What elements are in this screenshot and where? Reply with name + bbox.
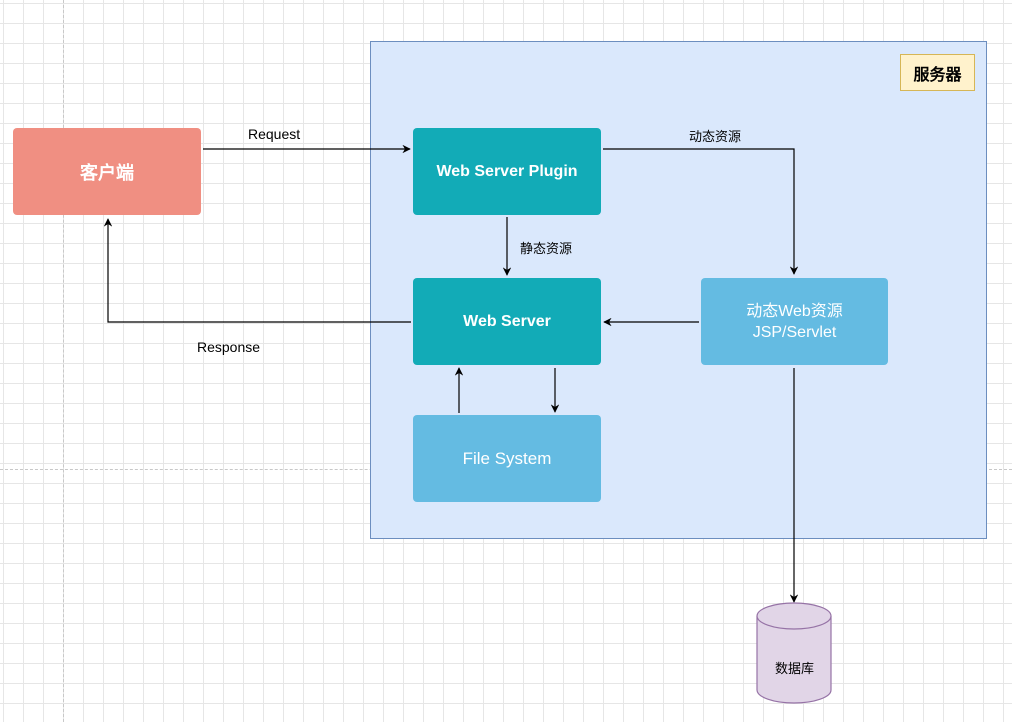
database-cylinder[interactable] bbox=[756, 602, 832, 704]
database-label: 数据库 bbox=[774, 661, 814, 676]
server-title-label[interactable]: 服务器 bbox=[900, 54, 975, 91]
dynamic-resource-label: 动态资源 bbox=[689, 129, 742, 144]
dynamic-web-resource-node[interactable]: 动态Web资源 JSP/Servlet bbox=[701, 278, 888, 365]
dynamic-node-line1: 动态Web资源 bbox=[746, 302, 843, 320]
page-guide-vertical bbox=[63, 0, 64, 722]
web-server-node[interactable]: Web Server bbox=[413, 278, 601, 365]
dynamic-node-line2: JSP/Servlet bbox=[752, 323, 837, 341]
file-system-node[interactable]: File System bbox=[413, 415, 601, 502]
web-server-plugin-node[interactable]: Web Server Plugin bbox=[413, 128, 601, 215]
client-node[interactable]: 客户端 bbox=[13, 128, 201, 215]
edge-response[interactable] bbox=[103, 218, 411, 323]
static-resource-label: 静态资源 bbox=[520, 241, 573, 256]
edge-dynamic-resource[interactable] bbox=[603, 148, 799, 275]
response-label: Response bbox=[197, 339, 261, 355]
request-label: Request bbox=[248, 126, 301, 142]
